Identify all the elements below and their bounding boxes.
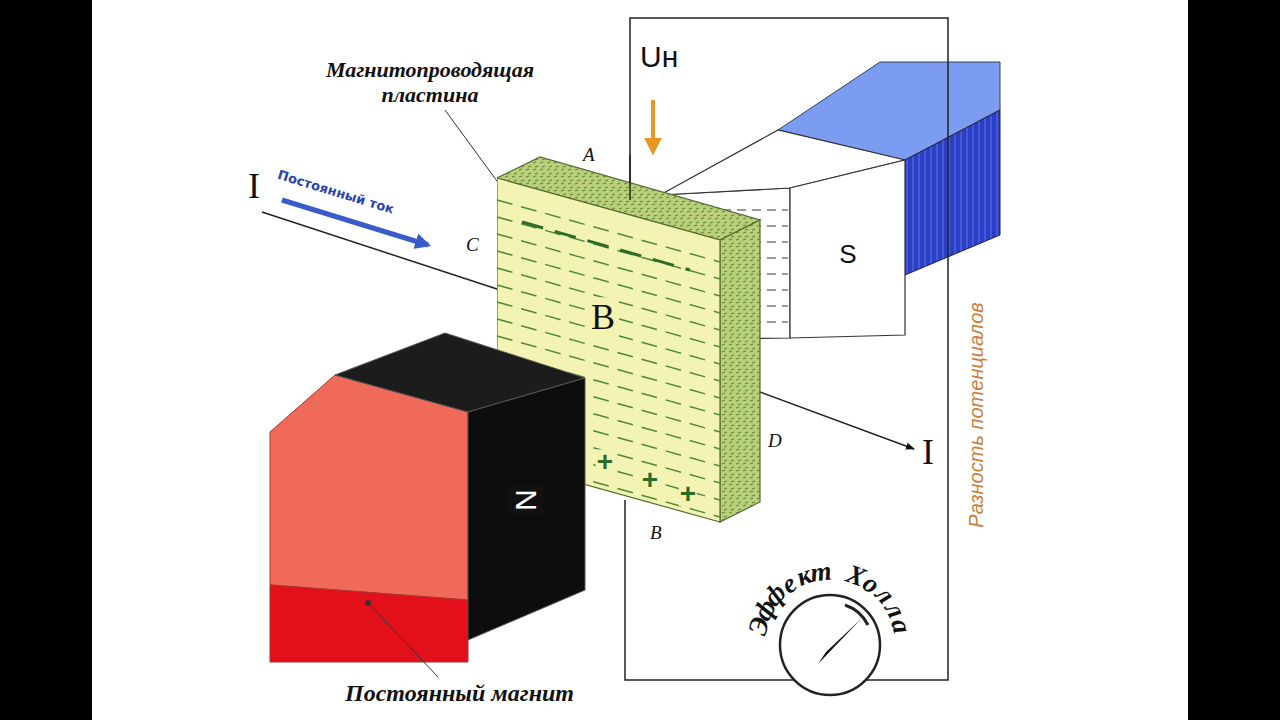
drawing-part bbox=[497, 285, 720, 347]
arc-letter: т bbox=[809, 555, 834, 588]
drawing-part bbox=[1188, 0, 1280, 720]
voltage-note: Разность потенциалов bbox=[965, 302, 988, 527]
charge-sign: + bbox=[679, 481, 697, 506]
meter-title: Эффект Холла bbox=[740, 548, 924, 618]
drawing-part bbox=[845, 605, 868, 625]
drawing-part bbox=[760, 392, 914, 449]
drawing-part bbox=[651, 100, 655, 152]
drawing-part bbox=[497, 200, 720, 262]
pole-letter: N bbox=[509, 486, 544, 514]
corner-letter: C bbox=[466, 234, 479, 256]
drawing-part bbox=[720, 220, 760, 522]
corner-letter: B bbox=[650, 522, 662, 544]
drawing-part bbox=[270, 585, 468, 662]
pole-letter: S bbox=[836, 240, 859, 270]
field-symbol: B bbox=[587, 297, 619, 338]
charge-sign: + bbox=[641, 467, 659, 492]
drawing-part bbox=[522, 222, 690, 270]
current-label: I bbox=[922, 432, 934, 473]
drawing-part bbox=[497, 217, 720, 279]
north-magnet: N bbox=[330, 328, 590, 644]
part-label: Магнитопроводящая пластина bbox=[290, 57, 570, 108]
corner-letter: D bbox=[768, 430, 782, 452]
drawing-part bbox=[790, 160, 905, 338]
drawing-part bbox=[0, 0, 92, 720]
north-magnet-shape bbox=[330, 328, 590, 644]
voltage-label: Uн bbox=[640, 40, 678, 75]
drawing-part bbox=[365, 600, 371, 606]
charge-sign: + bbox=[596, 449, 614, 474]
drawing-part bbox=[629, 155, 631, 200]
drawing-part bbox=[625, 500, 794, 680]
drawing-part bbox=[368, 603, 438, 677]
corner-letter: A bbox=[583, 144, 595, 166]
drawing-part bbox=[270, 375, 468, 600]
part-label: Постоянный магнит bbox=[345, 680, 574, 708]
drawing-part bbox=[780, 595, 880, 695]
drawing-part bbox=[262, 212, 500, 290]
drawing-part bbox=[468, 378, 585, 640]
current-label: I bbox=[248, 166, 260, 207]
drawing-part bbox=[497, 234, 720, 296]
drawing-part bbox=[905, 110, 1000, 275]
current-note: Постоянный ток bbox=[276, 168, 396, 218]
drawing-part bbox=[818, 618, 862, 664]
